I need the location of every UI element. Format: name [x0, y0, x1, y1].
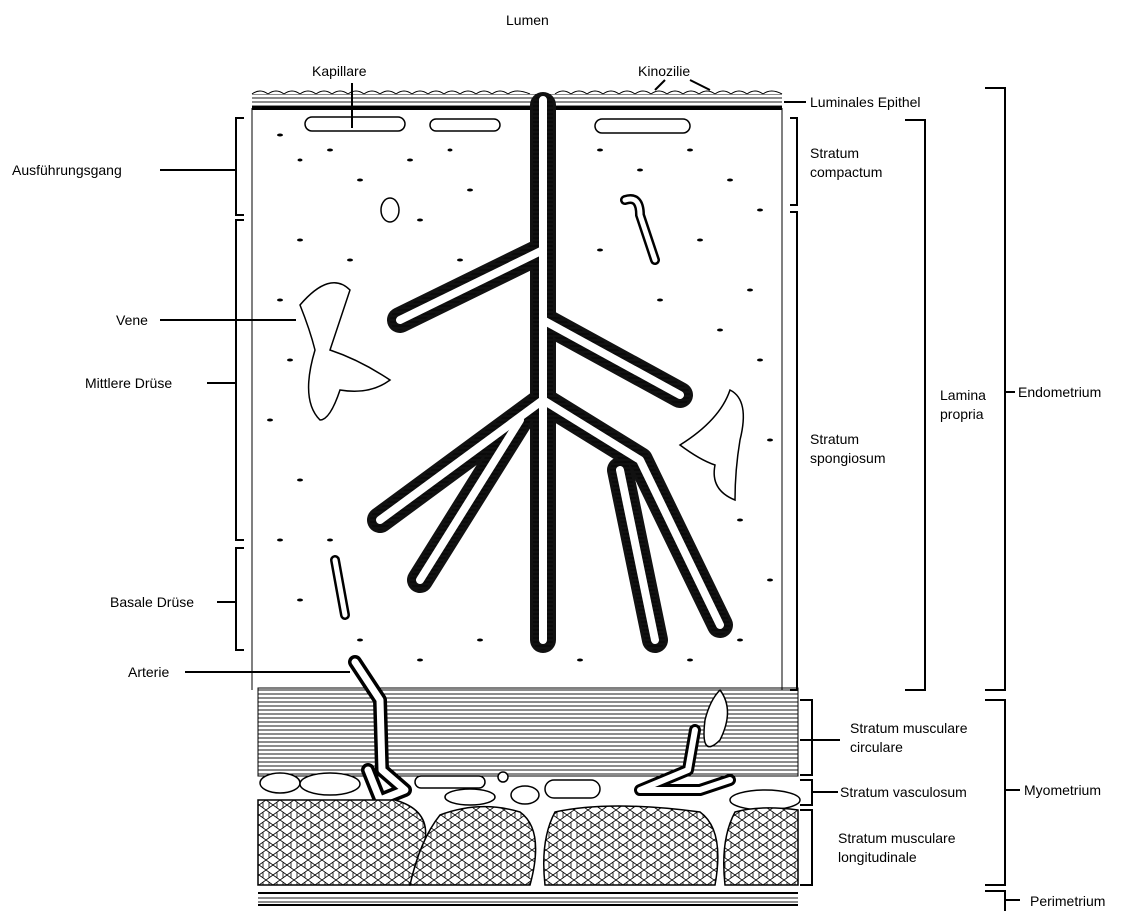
label-lamina-propria-2: propria [940, 406, 984, 422]
label-stratum-spongiosum-2: spongiosum [810, 450, 886, 466]
capillary-vessels [305, 117, 690, 222]
label-lamina-propria-1: Lamina [940, 387, 986, 403]
label-mittlere-druese: Mittlere Drüse [85, 375, 172, 391]
label-perimetrium: Perimetrium [1030, 893, 1105, 909]
label-stratum-spongiosum-1: Stratum [810, 431, 859, 447]
label-arterie: Arterie [128, 664, 169, 680]
label-vene: Vene [116, 312, 148, 328]
label-stratum-musculare-longitudinale-1: Stratum musculare [838, 830, 956, 846]
label-endometrium: Endometrium [1018, 384, 1101, 400]
label-stratum-musculare-circulare-1: Stratum musculare [850, 720, 968, 736]
label-stratum-compactum-2: compactum [810, 164, 882, 180]
label-stratum-compactum-1: Stratum [810, 145, 859, 161]
longitudinal-muscle-layer [258, 800, 798, 885]
label-ausfuehrungsgang: Ausführungsgang [12, 162, 122, 178]
uterine-gland [380, 100, 720, 640]
left-brackets [236, 118, 244, 650]
label-stratum-vasculosum: Stratum vasculosum [840, 784, 967, 800]
perimetrium-band [258, 893, 798, 905]
label-myometrium: Myometrium [1024, 782, 1101, 798]
label-stratum-musculare-longitudinale-2: longitudinale [838, 849, 917, 865]
label-kapillare: Kapillare [312, 63, 367, 79]
label-stratum-musculare-circulare-2: circulare [850, 739, 903, 755]
label-kinozilie: Kinozilie [638, 63, 690, 79]
label-lumen: Lumen [506, 12, 549, 28]
luminal-epithelium [252, 91, 782, 108]
label-luminales-epithel: Luminales Epithel [810, 94, 921, 110]
label-basale-druese: Basale Drüse [110, 594, 194, 610]
